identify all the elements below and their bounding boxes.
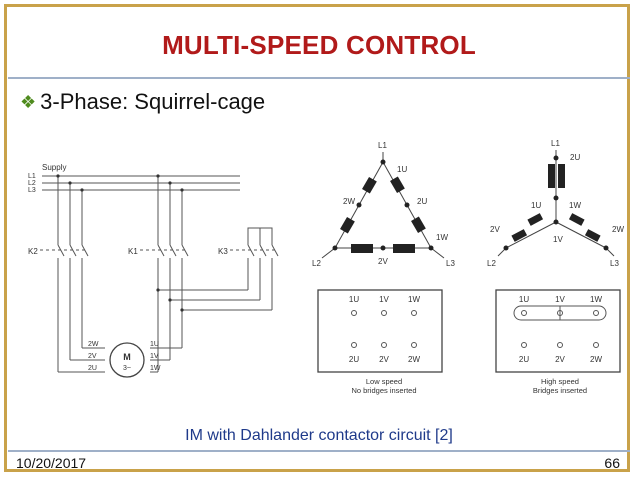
star-coil-label-2v: 2V xyxy=(490,225,500,234)
delta-l1-label: L1 xyxy=(378,141,387,150)
contactor-label-k3: K3 xyxy=(218,247,228,256)
terminal-2w: 2W xyxy=(88,341,99,348)
delta-coil-label-1w: 1W xyxy=(436,233,448,242)
figure-caption: IM with Dahlander contactor circuit [2] xyxy=(185,427,453,444)
star-coil-label-1v: 1V xyxy=(553,235,563,244)
star-coil-label-1w: 1W xyxy=(569,201,581,210)
terminal-2v: 2V xyxy=(88,353,97,360)
terminal-1v: 1V xyxy=(150,353,159,360)
terminal-1u: 1U xyxy=(150,341,159,348)
delta-winding xyxy=(321,152,445,259)
delta-coil-label-2v: 2V xyxy=(378,257,388,266)
contactor-circuit xyxy=(40,174,279,378)
coil-1u xyxy=(362,176,377,194)
motor-phase-label: 3~ xyxy=(123,365,131,372)
line-label-l1: L1 xyxy=(28,173,36,180)
delta-coil-label-1u: 1U xyxy=(397,165,407,174)
contactor-k3 xyxy=(247,227,279,310)
high-box-2w: 2W xyxy=(590,355,602,364)
low-box-2u: 2U xyxy=(349,355,359,364)
coil-2u-a xyxy=(548,164,555,188)
supply-label: Supply xyxy=(42,163,66,172)
star-l1-label: L1 xyxy=(551,139,560,148)
motor-label: M xyxy=(123,352,131,362)
coil-2v-left xyxy=(351,244,373,253)
coil-2v-right xyxy=(393,244,415,253)
title-divider xyxy=(8,77,630,79)
high-box-2v: 2V xyxy=(555,355,565,364)
high-box-2u: 2U xyxy=(519,355,529,364)
delta-l3-label: L3 xyxy=(446,259,455,268)
star-l2-label: L2 xyxy=(487,259,496,268)
low-box-2w: 2W xyxy=(408,355,420,364)
star-l3-label: L3 xyxy=(610,259,619,268)
coil-1w xyxy=(568,213,585,226)
footer-divider xyxy=(8,450,630,452)
line-label-l3: L3 xyxy=(28,187,36,194)
low-box-2v: 2V xyxy=(379,355,389,364)
line-label-l2: L2 xyxy=(28,180,36,187)
high-box-1w: 1W xyxy=(590,295,602,304)
low-box-1u: 1U xyxy=(349,295,359,304)
terminal-1w: 1W xyxy=(150,365,161,372)
low-box-1w: 1W xyxy=(408,295,420,304)
diamond-bullet-icon: ❖ xyxy=(20,91,37,112)
high-speed-caption-2: Bridges inserted xyxy=(533,386,587,395)
contactor-label-k1: K1 xyxy=(128,247,138,256)
low-box-1v: 1V xyxy=(379,295,389,304)
slide-title: MULTI-SPEED CONTROL xyxy=(162,30,476,60)
low-speed-caption: Low speed xyxy=(366,377,402,386)
contactor-label-k2: K2 xyxy=(28,247,38,256)
high-box-1v: 1V xyxy=(555,295,565,304)
high-box-1u: 1U xyxy=(519,295,529,304)
high-speed-terminal-box: 1U 1V 1W 2U 2V 2W High speed Bridges ins… xyxy=(495,289,621,395)
terminal-2u: 2U xyxy=(88,365,97,372)
delta-coil-label-2w: 2W xyxy=(343,197,355,206)
page-number: 66 xyxy=(604,455,620,471)
star-coil-label-2u: 2U xyxy=(570,153,580,162)
footer-date: 10/20/2017 xyxy=(16,455,87,471)
delta-coil-label-2u: 2U xyxy=(417,197,427,206)
motor xyxy=(109,342,145,378)
coil-2u xyxy=(390,176,405,194)
coil-1u xyxy=(527,213,544,226)
star-coil-label-1u: 1U xyxy=(531,201,541,210)
coil-2w xyxy=(584,229,601,242)
low-speed-terminal-box: 1U 1V 1W 2U 2V 2W Low speed No bridges i… xyxy=(317,289,443,395)
double-star-winding xyxy=(497,150,615,257)
coil-2w xyxy=(340,216,355,234)
high-speed-caption: High speed xyxy=(541,377,579,386)
delta-l2-label: L2 xyxy=(312,259,321,268)
star-coil-label-2w: 2W xyxy=(612,225,624,234)
bullet-item: ❖ 3-Phase: Squirrel-cage xyxy=(20,89,265,115)
coil-2u-b xyxy=(558,164,565,188)
slide-frame xyxy=(4,4,630,472)
bullet-text: 3-Phase: Squirrel-cage xyxy=(40,89,266,114)
coil-2v xyxy=(511,229,528,242)
coil-1w xyxy=(411,216,426,234)
contactor-k2 xyxy=(57,244,89,372)
low-speed-caption-2: No bridges inserted xyxy=(351,386,416,395)
